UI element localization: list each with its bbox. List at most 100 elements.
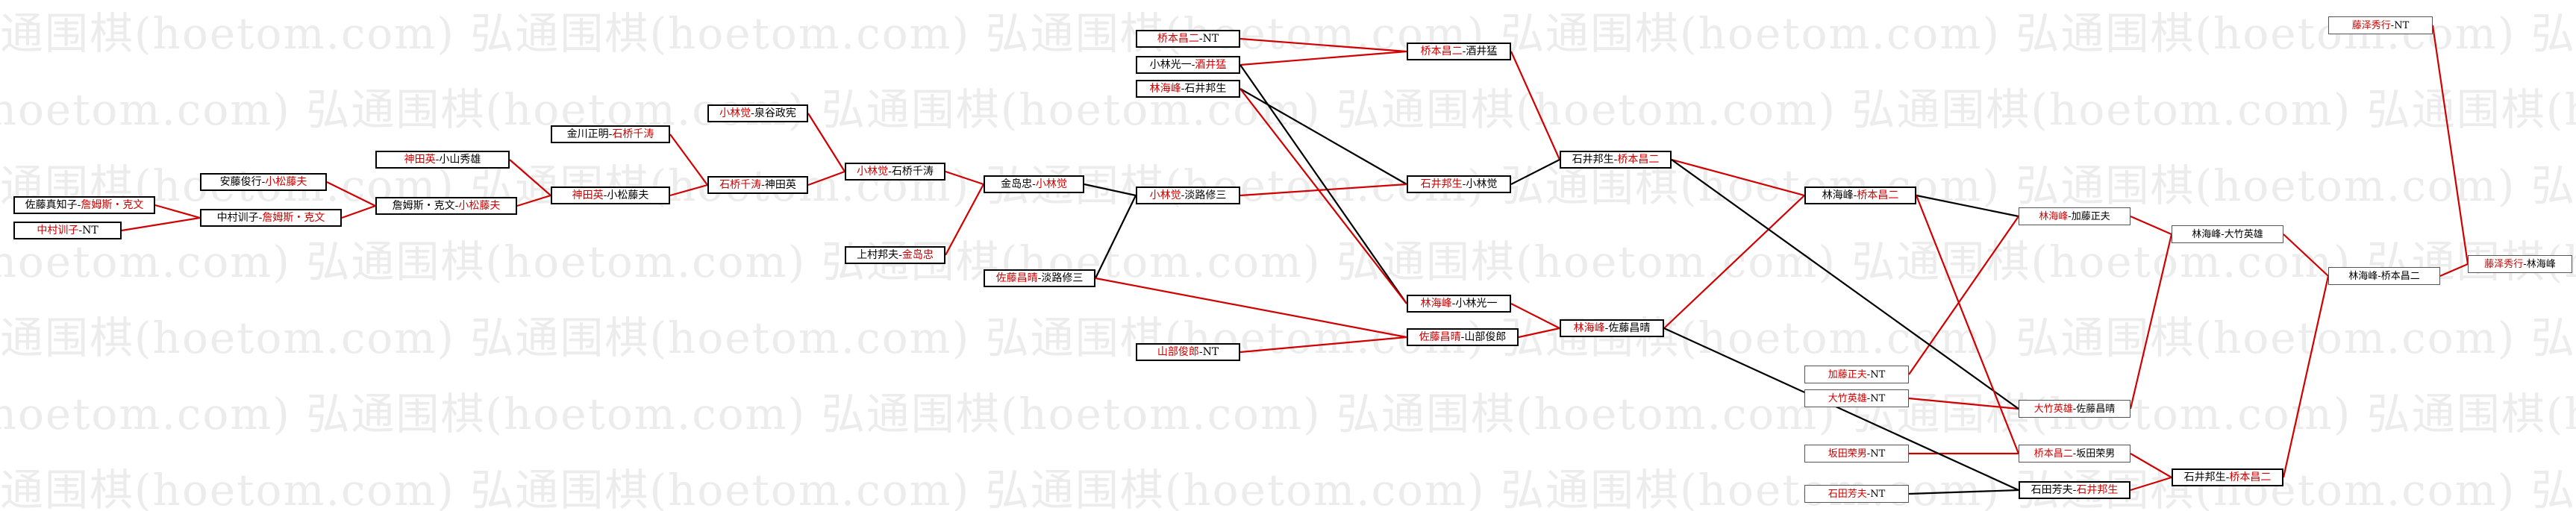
match-box-n5[interactable]: 神田英-小山秀雄 (375, 151, 510, 169)
player-name: - (1604, 322, 1609, 334)
match-box-n19[interactable]: 林海峰-石井邦生 (1136, 80, 1240, 98)
match-box-n28[interactable]: 大竹英雄-NT (1804, 389, 1909, 407)
player-name: 詹姆斯・克文 (392, 200, 455, 212)
player-name: NT (1202, 346, 1219, 358)
player-name: NT (1870, 392, 1886, 404)
player-name: 佐藤昌晴 (2076, 403, 2116, 415)
player-name: - (1181, 83, 1185, 95)
match-box-n32[interactable]: 大竹英雄-佐藤昌晴 (2019, 400, 2130, 418)
match-box-n20[interactable]: 桥本昌二-酒井猛 (1407, 43, 1511, 60)
winner-name: 神田英 (572, 189, 604, 201)
player-name: - (1866, 369, 1871, 380)
winner-name: 小林觉 (1149, 189, 1181, 201)
match-box-n34[interactable]: 石田芳夫-石井邦生 (2019, 481, 2130, 499)
connector-n3-n6 (326, 181, 376, 207)
match-box-n30[interactable]: 石田芳夫-NT (1804, 485, 1909, 503)
match-box-n14[interactable]: 小林觉-淡路修三 (1136, 186, 1240, 204)
match-box-n29[interactable]: 坂田荣男-NT (1804, 445, 1909, 463)
match-box-n26[interactable]: 林海峰-桥本昌二 (1804, 186, 1916, 204)
player-name: - (1853, 189, 1857, 201)
winner-name: 桥本昌二 (1420, 46, 1463, 57)
player-name: 淡路修三 (1184, 189, 1227, 201)
match-box-n1[interactable]: 佐藤真知子-詹姆斯・克文 (13, 196, 155, 214)
match-box-n21[interactable]: 石井邦生-小林觉 (1407, 175, 1511, 193)
match-box-n37[interactable]: 林海峰-桥本昌二 (2328, 267, 2440, 285)
player-name: - (751, 107, 754, 119)
player-name: 佐藤真知子 (25, 199, 78, 211)
winner-name: 石桥千涛 (719, 179, 762, 191)
connector-n24-n32 (1671, 159, 2019, 410)
player-name: 林海峰-大竹英雄 (2192, 228, 2263, 240)
match-box-n35[interactable]: 林海峰-大竹英雄 (2172, 225, 2283, 243)
winner-name: 大竹英雄 (1828, 392, 1867, 404)
player-name: - (435, 154, 440, 166)
player-name: - (2072, 448, 2077, 460)
match-box-n16[interactable]: 山部俊郎-NT (1136, 343, 1240, 361)
player-name: - (78, 225, 83, 236)
connector-n24-n26 (1671, 158, 1805, 197)
player-name: - (2225, 471, 2230, 483)
player-name: - (1462, 46, 1466, 57)
player-name: - (2390, 19, 2395, 31)
match-box-n23[interactable]: 佐藤昌晴-山部俊郎 (1407, 328, 1519, 346)
winner-name: 大竹英雄 (2033, 403, 2073, 415)
connector-n25-n26 (1663, 195, 1805, 329)
match-box-n15[interactable]: 佐藤昌晴-淡路修三 (984, 269, 1095, 287)
player-name: - (1462, 178, 1466, 190)
player-name: - (2068, 210, 2072, 222)
player-name: - (261, 176, 266, 188)
winner-name: 林海峰 (1420, 298, 1452, 310)
player-name: - (1451, 298, 1456, 310)
connector-n8-n10 (669, 184, 708, 197)
match-box-n24[interactable]: 石井邦生-桥本昌二 (1560, 151, 1672, 169)
match-box-n8[interactable]: 神田英-小松藤夫 (551, 186, 670, 204)
player-name: NT (1870, 448, 1886, 460)
match-box-n9[interactable]: 小林觉-泉谷政宪 (707, 104, 808, 122)
match-box-n38[interactable]: 藤泽秀行-NT (2328, 16, 2433, 34)
match-box-n25[interactable]: 林海峰-佐藤昌晴 (1560, 319, 1664, 337)
connector-n26-n33 (1915, 195, 2020, 454)
match-box-n22[interactable]: 林海峰-小林光一 (1407, 295, 1511, 313)
connector-n20-n24 (1510, 51, 1561, 160)
match-box-n3[interactable]: 安藤俊行-小松藤夫 (200, 173, 327, 191)
match-box-n13[interactable]: 金岛忠-小林觉 (984, 175, 1084, 193)
winner-name: 石桥千涛 (612, 128, 654, 140)
connector-n38-n39 (2431, 25, 2469, 265)
player-name: - (1460, 331, 1465, 343)
player-name: 小山秀雄 (439, 154, 481, 166)
match-box-n10[interactable]: 石桥千涛-神田英 (707, 176, 808, 194)
player-name: - (1866, 448, 1871, 460)
player-name: 泉谷政宪 (754, 107, 796, 119)
match-box-n27[interactable]: 加藤正夫-NT (1804, 366, 1909, 383)
match-box-n2[interactable]: 中村训子-NT (13, 222, 122, 239)
match-box-n6[interactable]: 詹姆斯・克文-小松藤夫 (375, 197, 517, 215)
match-box-n4[interactable]: 中村训子-詹姆斯・克文 (200, 209, 342, 227)
winner-name: 山部俊郎 (1157, 346, 1199, 358)
player-name: 石井邦生 (1572, 154, 1614, 166)
player-name: - (888, 166, 892, 178)
connector-n19-n22 (1239, 88, 1407, 304)
player-name: - (1181, 189, 1185, 201)
match-box-n36[interactable]: 石井邦生-桥本昌二 (2172, 468, 2283, 486)
player-name: 神田英 (764, 179, 796, 191)
match-box-n33[interactable]: 桥本昌二-坂田荣男 (2019, 445, 2130, 463)
match-box-n18[interactable]: 小林光一-酒井猛 (1136, 56, 1240, 74)
connector-n33-n36 (2130, 453, 2172, 478)
connector-n25-n34 (1663, 327, 2019, 492)
connector-n12-n13 (945, 184, 984, 256)
match-box-n17[interactable]: 桥本昌二-NT (1136, 30, 1240, 48)
match-box-n31[interactable]: 林海峰-加藤正夫 (2019, 207, 2130, 225)
player-name: 石田芳夫 (2031, 484, 2073, 496)
connector-n11-n13 (945, 170, 984, 186)
winner-name: 詹姆斯・克文 (262, 212, 325, 224)
winner-name: 石井邦生 (1420, 178, 1463, 190)
match-box-n7[interactable]: 金川正明-石桥千涛 (551, 125, 670, 143)
connector-n14-n21 (1239, 183, 1407, 197)
match-box-n39[interactable]: 藤泽秀行-林海峰 (2468, 255, 2572, 273)
winner-name: 石田芳夫 (1828, 488, 1867, 500)
connector-n4-n6 (341, 204, 376, 219)
match-box-n11[interactable]: 小林觉-石桥千涛 (845, 163, 945, 181)
winner-name: 林海峰 (1149, 83, 1181, 95)
match-box-n12[interactable]: 上村邦夫-金岛忠 (845, 246, 945, 264)
